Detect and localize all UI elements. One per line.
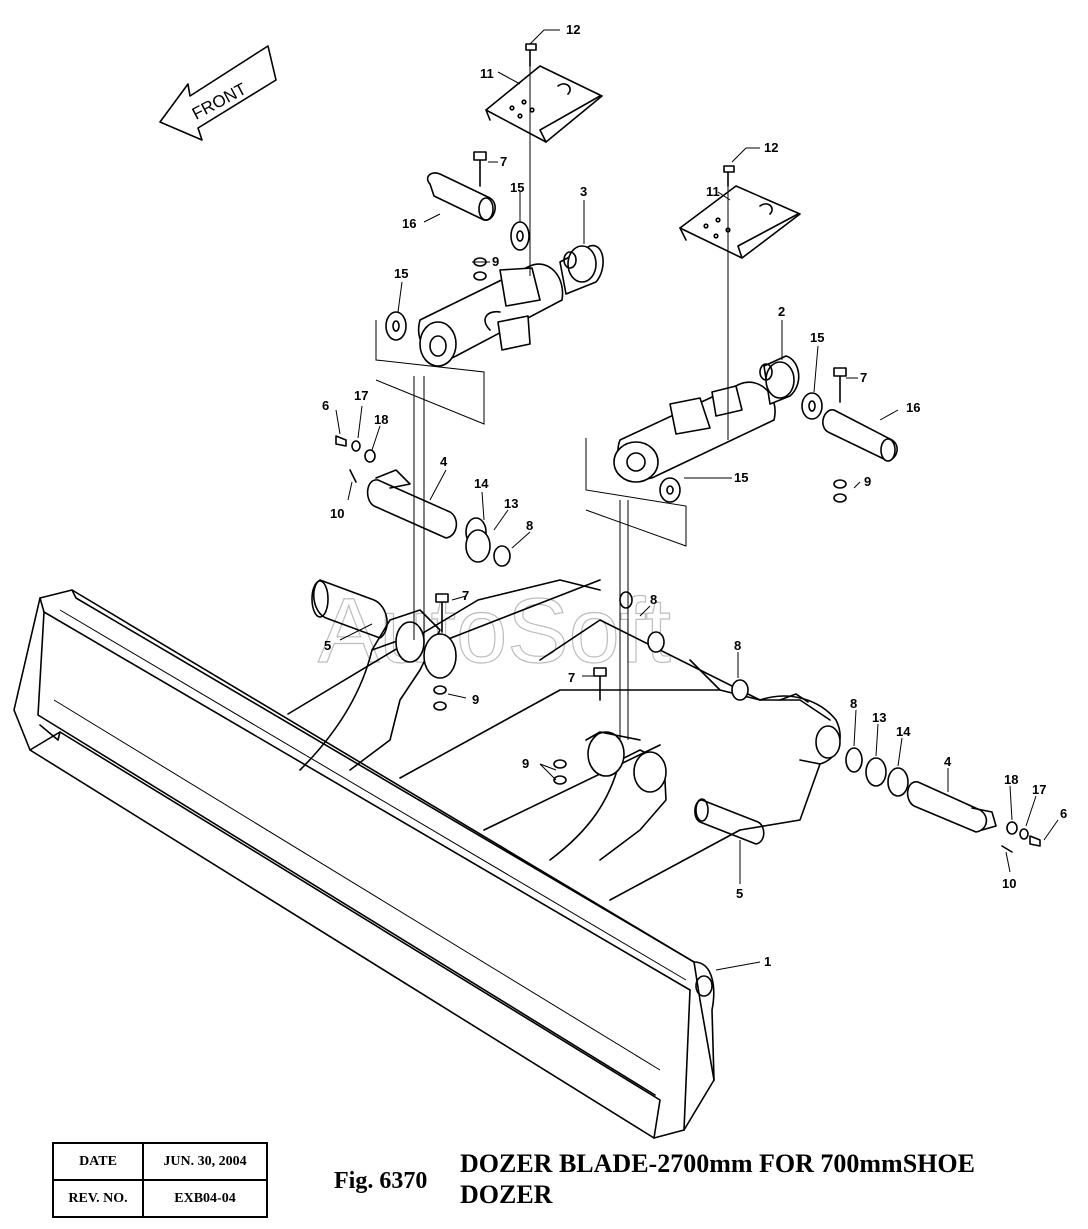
figure-title: DOZER BLADE-2700mm FOR 700mmSHOE DOZER: [460, 1149, 975, 1209]
callout-3: 3: [580, 184, 587, 199]
callout-14: 14: [474, 476, 489, 491]
center-bracket: [549, 731, 765, 861]
callout-5: 5: [324, 638, 331, 653]
callout-9: 9: [492, 254, 499, 269]
callout-15: 15: [734, 470, 748, 485]
revision-table: DATE JUN. 30, 2004 REV. NO. EXB04-04: [52, 1142, 268, 1218]
callout-labels: 12 11 7 15 3 16 9 15 12 11 2 15 7 16 9 1…: [322, 22, 1067, 969]
callout-18: 18: [1004, 772, 1018, 787]
callout-8: 8: [650, 592, 657, 607]
callout-7: 7: [500, 154, 507, 169]
rev-value: EXB04-04: [142, 1179, 268, 1218]
callout-13: 13: [872, 710, 886, 725]
callout-18: 18: [374, 412, 388, 427]
dozer-blade: [13, 589, 715, 1139]
callout-12: 12: [566, 22, 580, 37]
callout-9: 9: [522, 756, 529, 771]
callout-13: 13: [504, 496, 518, 511]
callout-17: 17: [354, 388, 368, 403]
callout-16: 16: [402, 216, 416, 231]
callout-leaders: [335, 29, 1059, 971]
callout-9: 9: [472, 692, 479, 707]
callout-7: 7: [860, 370, 867, 385]
callout-6: 6: [322, 398, 329, 413]
right-cover-plate: [679, 185, 801, 259]
callout-9: 9: [864, 474, 871, 489]
callout-4: 4: [440, 454, 448, 469]
callout-7: 7: [568, 670, 575, 685]
callout-7: 7: [462, 588, 469, 603]
callout-1: 1: [764, 954, 771, 969]
callout-10: 10: [330, 506, 344, 521]
callout-15: 15: [810, 330, 824, 345]
callout-15: 15: [510, 180, 524, 195]
right-pin-assembly: [845, 747, 1041, 853]
callout-11: 11: [480, 66, 494, 81]
date-value: JUN. 30, 2004: [142, 1142, 268, 1181]
callout-2: 2: [778, 304, 785, 319]
left-cylinder: [417, 245, 604, 367]
front-arrow: FRONT: [159, 45, 277, 141]
left-bracket: [299, 579, 457, 771]
callout-17: 17: [1032, 782, 1046, 797]
callout-14: 14: [896, 724, 911, 739]
bolts: [435, 43, 847, 701]
right-cylinder: [613, 355, 800, 483]
callout-16: 16: [906, 400, 920, 415]
washers-and-nuts: [385, 221, 847, 785]
rev-label: REV. NO.: [52, 1179, 144, 1218]
callout-12: 12: [764, 140, 778, 155]
callout-15: 15: [394, 266, 408, 281]
cylinder-pins: [426, 172, 898, 462]
date-label: DATE: [52, 1142, 144, 1181]
left-pin-assembly: [335, 435, 511, 567]
callout-8: 8: [734, 638, 741, 653]
callout-8: 8: [526, 518, 533, 533]
callout-5: 5: [736, 886, 743, 901]
callout-8: 8: [850, 696, 857, 711]
callout-10: 10: [1002, 876, 1016, 891]
push-frame: [287, 579, 841, 901]
callout-4: 4: [944, 754, 952, 769]
figure-number: Fig. 6370: [334, 1168, 428, 1194]
left-cover-plate: [485, 65, 603, 143]
alignment-lines: [375, 66, 729, 740]
callout-11: 11: [706, 184, 720, 199]
callout-6: 6: [1060, 806, 1067, 821]
